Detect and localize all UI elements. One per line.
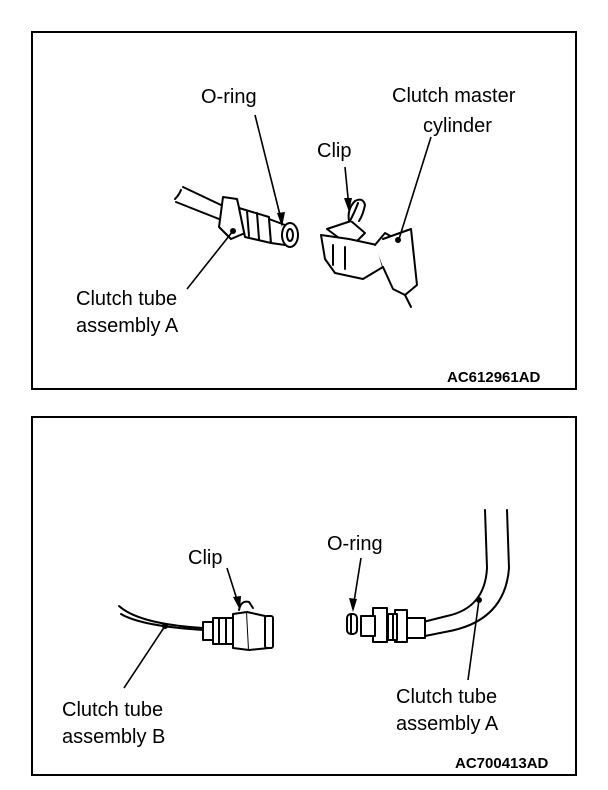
- master-cylinder-label-line2: cylinder: [423, 115, 492, 137]
- figure-code: AC700413AD: [455, 755, 549, 772]
- figure-panel-top: O-ring Clip Clutch master cylinder Clutc…: [31, 31, 577, 390]
- master-cylinder-label-line1: Clutch master: [392, 85, 516, 107]
- o-ring-label: O-ring: [327, 533, 383, 555]
- tube-a-label-line1: Clutch tube: [396, 686, 498, 708]
- tube-a-label-line2: assembly A: [76, 315, 179, 337]
- clip-label: Clip: [317, 140, 352, 162]
- clutch-master-cylinder-illustration: [174, 114, 432, 308]
- tube-b-label-line1: Clutch tube: [62, 699, 164, 721]
- clip-label: Clip: [188, 547, 223, 569]
- figure-panel-bottom: Clip O-ring Clutch tube assembly B Clutc…: [31, 416, 577, 776]
- clutch-tube-connection-illustration: [118, 509, 510, 689]
- tube-a-label-line2: assembly A: [396, 713, 499, 735]
- o-ring-label: O-ring: [201, 86, 257, 108]
- tube-a-label-line1: Clutch tube: [76, 288, 178, 310]
- tube-b-label-line2: assembly B: [62, 726, 166, 748]
- figure-code: AC612961AD: [447, 369, 541, 386]
